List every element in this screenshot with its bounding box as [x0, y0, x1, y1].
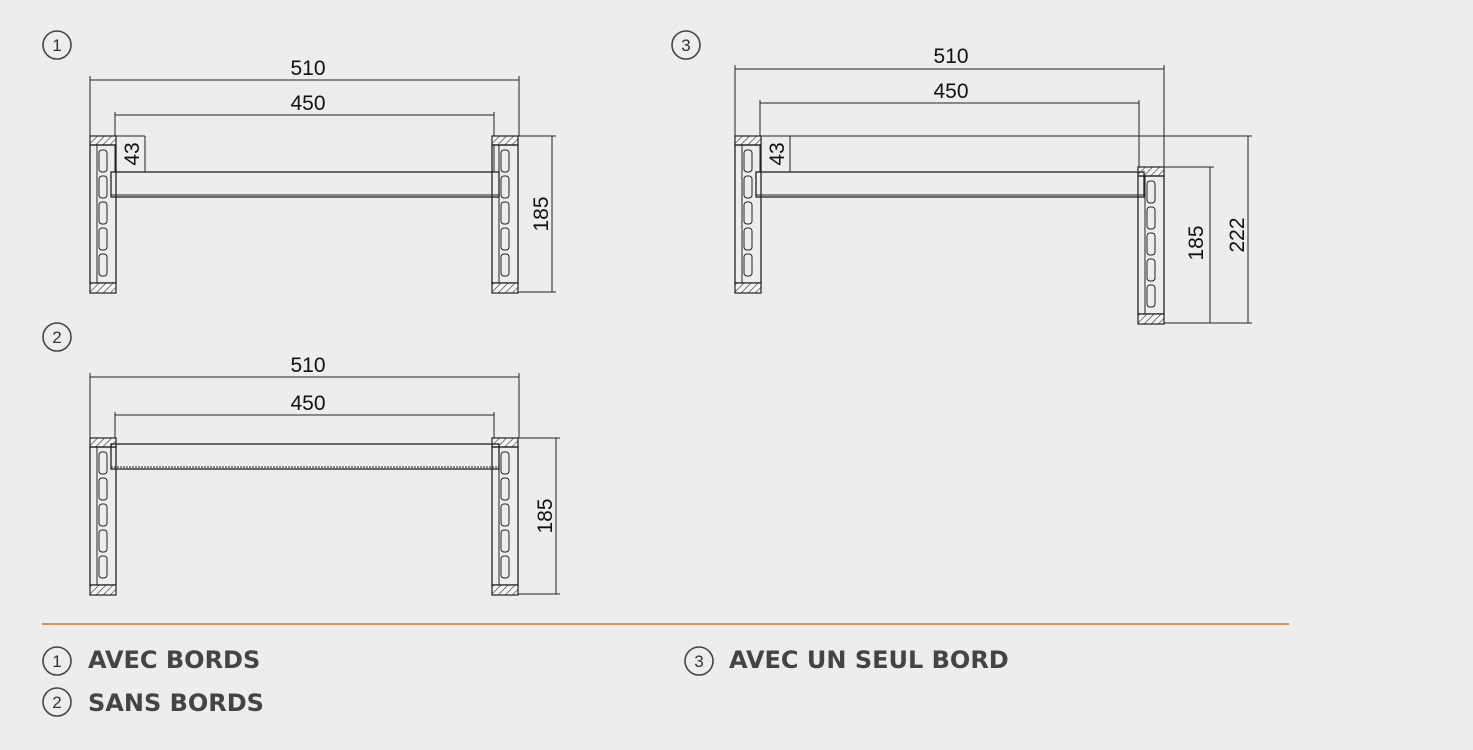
dimension-total-width: 510	[290, 57, 325, 80]
diagram-2-number: 2	[52, 328, 61, 347]
deck-board	[110, 171, 500, 198]
legend-number: 3	[694, 652, 703, 671]
dimension-total-width: 510	[290, 354, 325, 377]
diagram-3-number-circle	[671, 30, 701, 60]
legend-label: SANS BORDS	[88, 689, 264, 717]
deck-board	[755, 171, 1145, 198]
diagram-3-number: 3	[681, 36, 690, 55]
legend: 1 AVEC BORDS 2 SANS BORDS 3 AVEC UN SEUL…	[42, 646, 1009, 717]
legend-number: 2	[52, 693, 61, 712]
legend-label: AVEC BORDS	[88, 646, 260, 674]
dimension-inner-width: 450	[933, 80, 968, 103]
diagram-sans-bords: 2 510 450 185	[42, 322, 560, 596]
diagram-avec-bords: 1 510 450 43 185	[42, 30, 556, 294]
dimension-total-width: 510	[933, 45, 968, 68]
diagram-1-number-circle	[42, 30, 72, 60]
dimension-inner-width: 450	[290, 392, 325, 415]
dimension-total-height: 222	[1226, 217, 1249, 252]
diagram-2-number-circle	[42, 322, 72, 352]
dimension-height: 185	[534, 498, 557, 533]
legend-item-sans-bords: 2 SANS BORDS	[42, 687, 264, 717]
dimension-height: 185	[530, 196, 553, 231]
dimension-height: 185	[1185, 225, 1208, 260]
legend-item-avec-un-seul-bord: 3 AVEC UN SEUL BORD	[684, 646, 1009, 676]
legend-label: AVEC UN SEUL BORD	[729, 646, 1009, 674]
dimension-inner-width: 450	[290, 92, 325, 115]
legend-number: 1	[52, 652, 61, 671]
dimension-edge-height: 43	[766, 142, 789, 165]
legend-item-avec-bords: 1 AVEC BORDS	[42, 646, 260, 676]
dimension-edge-height: 43	[121, 142, 144, 165]
diagram-avec-un-seul-bord: 3 510 450 43 222 185	[671, 30, 1252, 325]
deck-board	[110, 443, 500, 470]
diagram-1-number: 1	[52, 36, 61, 55]
